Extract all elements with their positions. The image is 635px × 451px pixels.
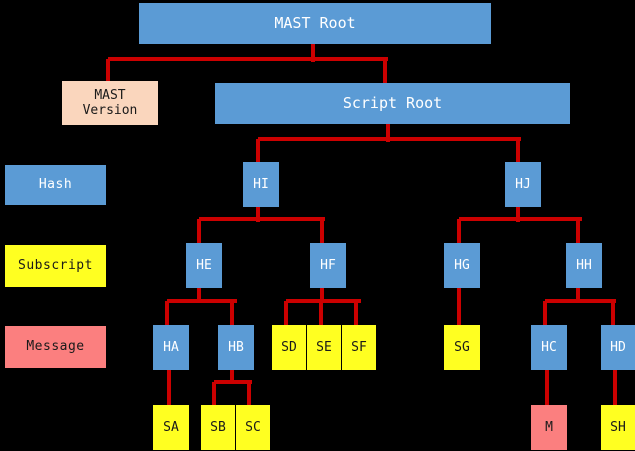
connector-hi-to-bus xyxy=(256,207,260,222)
connector-hb-to-bus xyxy=(230,370,234,383)
connector-bus-to-hb xyxy=(230,301,234,327)
connector-bus-to-hc xyxy=(543,301,547,327)
node-mast-root[interactable]: MAST Root xyxy=(139,3,491,44)
node-hg[interactable]: HG xyxy=(444,243,480,288)
node-sd[interactable]: SD xyxy=(272,325,306,370)
connector-hi-bus xyxy=(199,217,325,221)
connector-mast-root-bus xyxy=(108,57,388,61)
connector-hf-to-bus xyxy=(320,288,324,302)
connector-bus-to-ha xyxy=(165,301,169,327)
connector-hh-bus xyxy=(545,299,616,303)
node-sc[interactable]: SC xyxy=(236,405,270,450)
connector-hj-bus xyxy=(459,217,582,221)
connector-script-root-bus xyxy=(258,137,521,141)
node-hj[interactable]: HJ xyxy=(505,162,541,207)
connector-hf-bus xyxy=(286,299,361,303)
connector-bus-to-script-root xyxy=(383,59,387,84)
connector-hb-bus xyxy=(214,380,252,384)
node-ha[interactable]: HA xyxy=(153,325,189,370)
connector-bus-to-mast-version xyxy=(106,59,110,81)
node-script-root[interactable]: Script Root xyxy=(215,83,570,124)
connector-bus-to-hi xyxy=(256,139,260,164)
connector-bus-to-sb xyxy=(212,382,216,407)
legend-item-hash: Hash xyxy=(5,165,106,205)
connector-bus-to-se xyxy=(319,301,323,327)
node-hb[interactable]: HB xyxy=(218,325,254,370)
node-hi[interactable]: HI xyxy=(243,162,279,207)
node-hc[interactable]: HC xyxy=(531,325,567,370)
node-sa[interactable]: SA xyxy=(153,405,189,450)
connector-bus-to-he xyxy=(197,219,201,245)
connector-hg-to-sg xyxy=(457,288,461,328)
connector-bus-to-sc xyxy=(247,382,251,407)
connector-bus-to-hd xyxy=(611,301,615,327)
node-se[interactable]: SE xyxy=(307,325,341,370)
connector-hc-to-m xyxy=(545,370,549,408)
connector-script-root-to-bus xyxy=(386,124,390,142)
connector-hj-to-bus xyxy=(516,207,520,222)
node-hd[interactable]: HD xyxy=(601,325,635,370)
legend-item-subscript: Subscript xyxy=(5,245,106,287)
connector-bus-to-hh xyxy=(576,219,580,245)
node-he[interactable]: HE xyxy=(186,243,222,288)
node-sb[interactable]: SB xyxy=(201,405,235,450)
connector-he-bus xyxy=(167,299,237,303)
connector-mast-root-to-bus xyxy=(311,44,315,62)
node-m[interactable]: M xyxy=(531,405,567,450)
node-sf[interactable]: SF xyxy=(342,325,376,370)
connector-bus-to-hg xyxy=(457,219,461,245)
connector-bus-to-sd xyxy=(284,301,288,327)
node-sg[interactable]: SG xyxy=(444,325,480,370)
node-sh[interactable]: SH xyxy=(601,405,635,450)
node-mast-version[interactable]: MAST Version xyxy=(62,81,158,125)
connector-ha-to-sa xyxy=(167,370,171,408)
node-hf[interactable]: HF xyxy=(310,243,346,288)
connector-bus-to-sf xyxy=(354,301,358,327)
legend-item-message: Message xyxy=(5,326,106,368)
connector-hd-to-sh xyxy=(613,370,617,408)
connector-he-to-bus xyxy=(197,288,201,302)
node-hh[interactable]: HH xyxy=(566,243,602,288)
connector-bus-to-hf xyxy=(320,219,324,245)
connector-hh-to-bus xyxy=(576,288,580,302)
connector-bus-to-hj xyxy=(516,139,520,164)
